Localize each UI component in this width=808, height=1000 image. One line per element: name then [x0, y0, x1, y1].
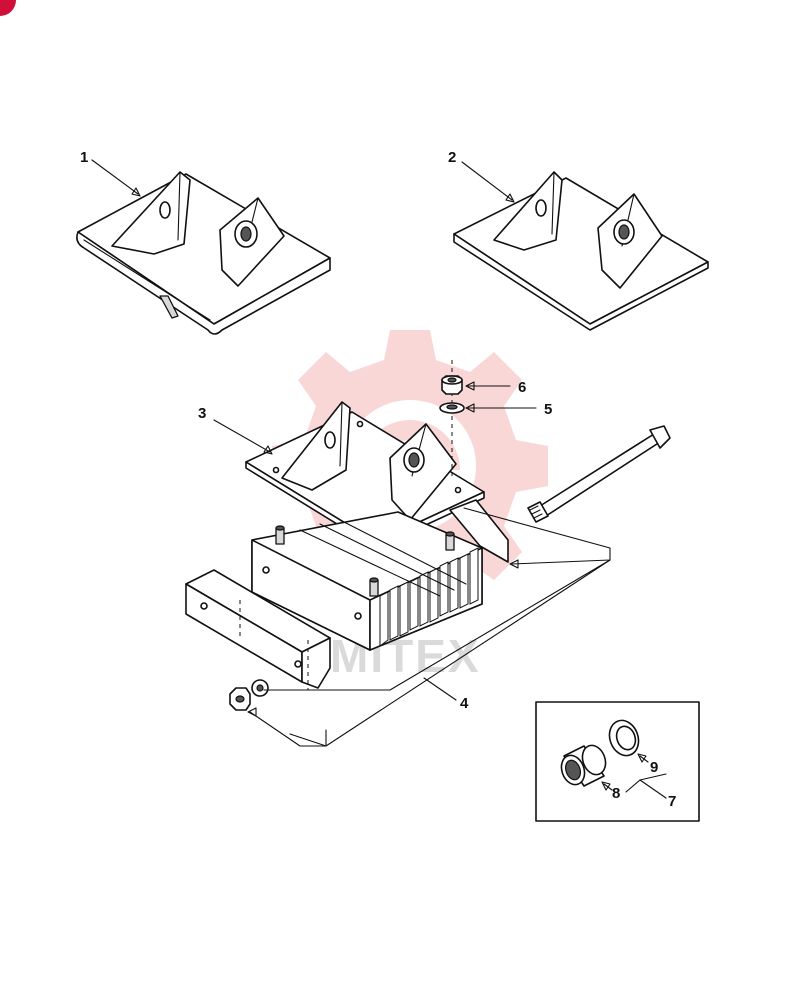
part-1-formed-bracket: 1 [76, 149, 331, 335]
callout-2: 2 [448, 149, 456, 166]
corner-badge [0, 0, 16, 16]
callout-8: 8 [612, 785, 620, 802]
part-5-6-hardware: 6 5 [439, 360, 552, 480]
part-8-bushing [560, 744, 607, 787]
laminate-fins [299, 519, 479, 647]
inset-detail-box: 8 9 7 [535, 701, 700, 822]
part-4-laminated-isolator: 4 [185, 499, 611, 747]
callout-9: 9 [650, 759, 658, 776]
callout-6: 6 [518, 379, 526, 396]
part-2-flat-bracket: 2 [448, 149, 709, 331]
callout-3: 3 [198, 405, 206, 422]
callout-4: 4 [460, 695, 469, 712]
callout-7: 7 [668, 793, 676, 810]
callout-5: 5 [544, 401, 552, 418]
part-9-ring [608, 719, 640, 757]
callout-1: 1 [80, 149, 88, 166]
long-bolt [527, 425, 671, 523]
